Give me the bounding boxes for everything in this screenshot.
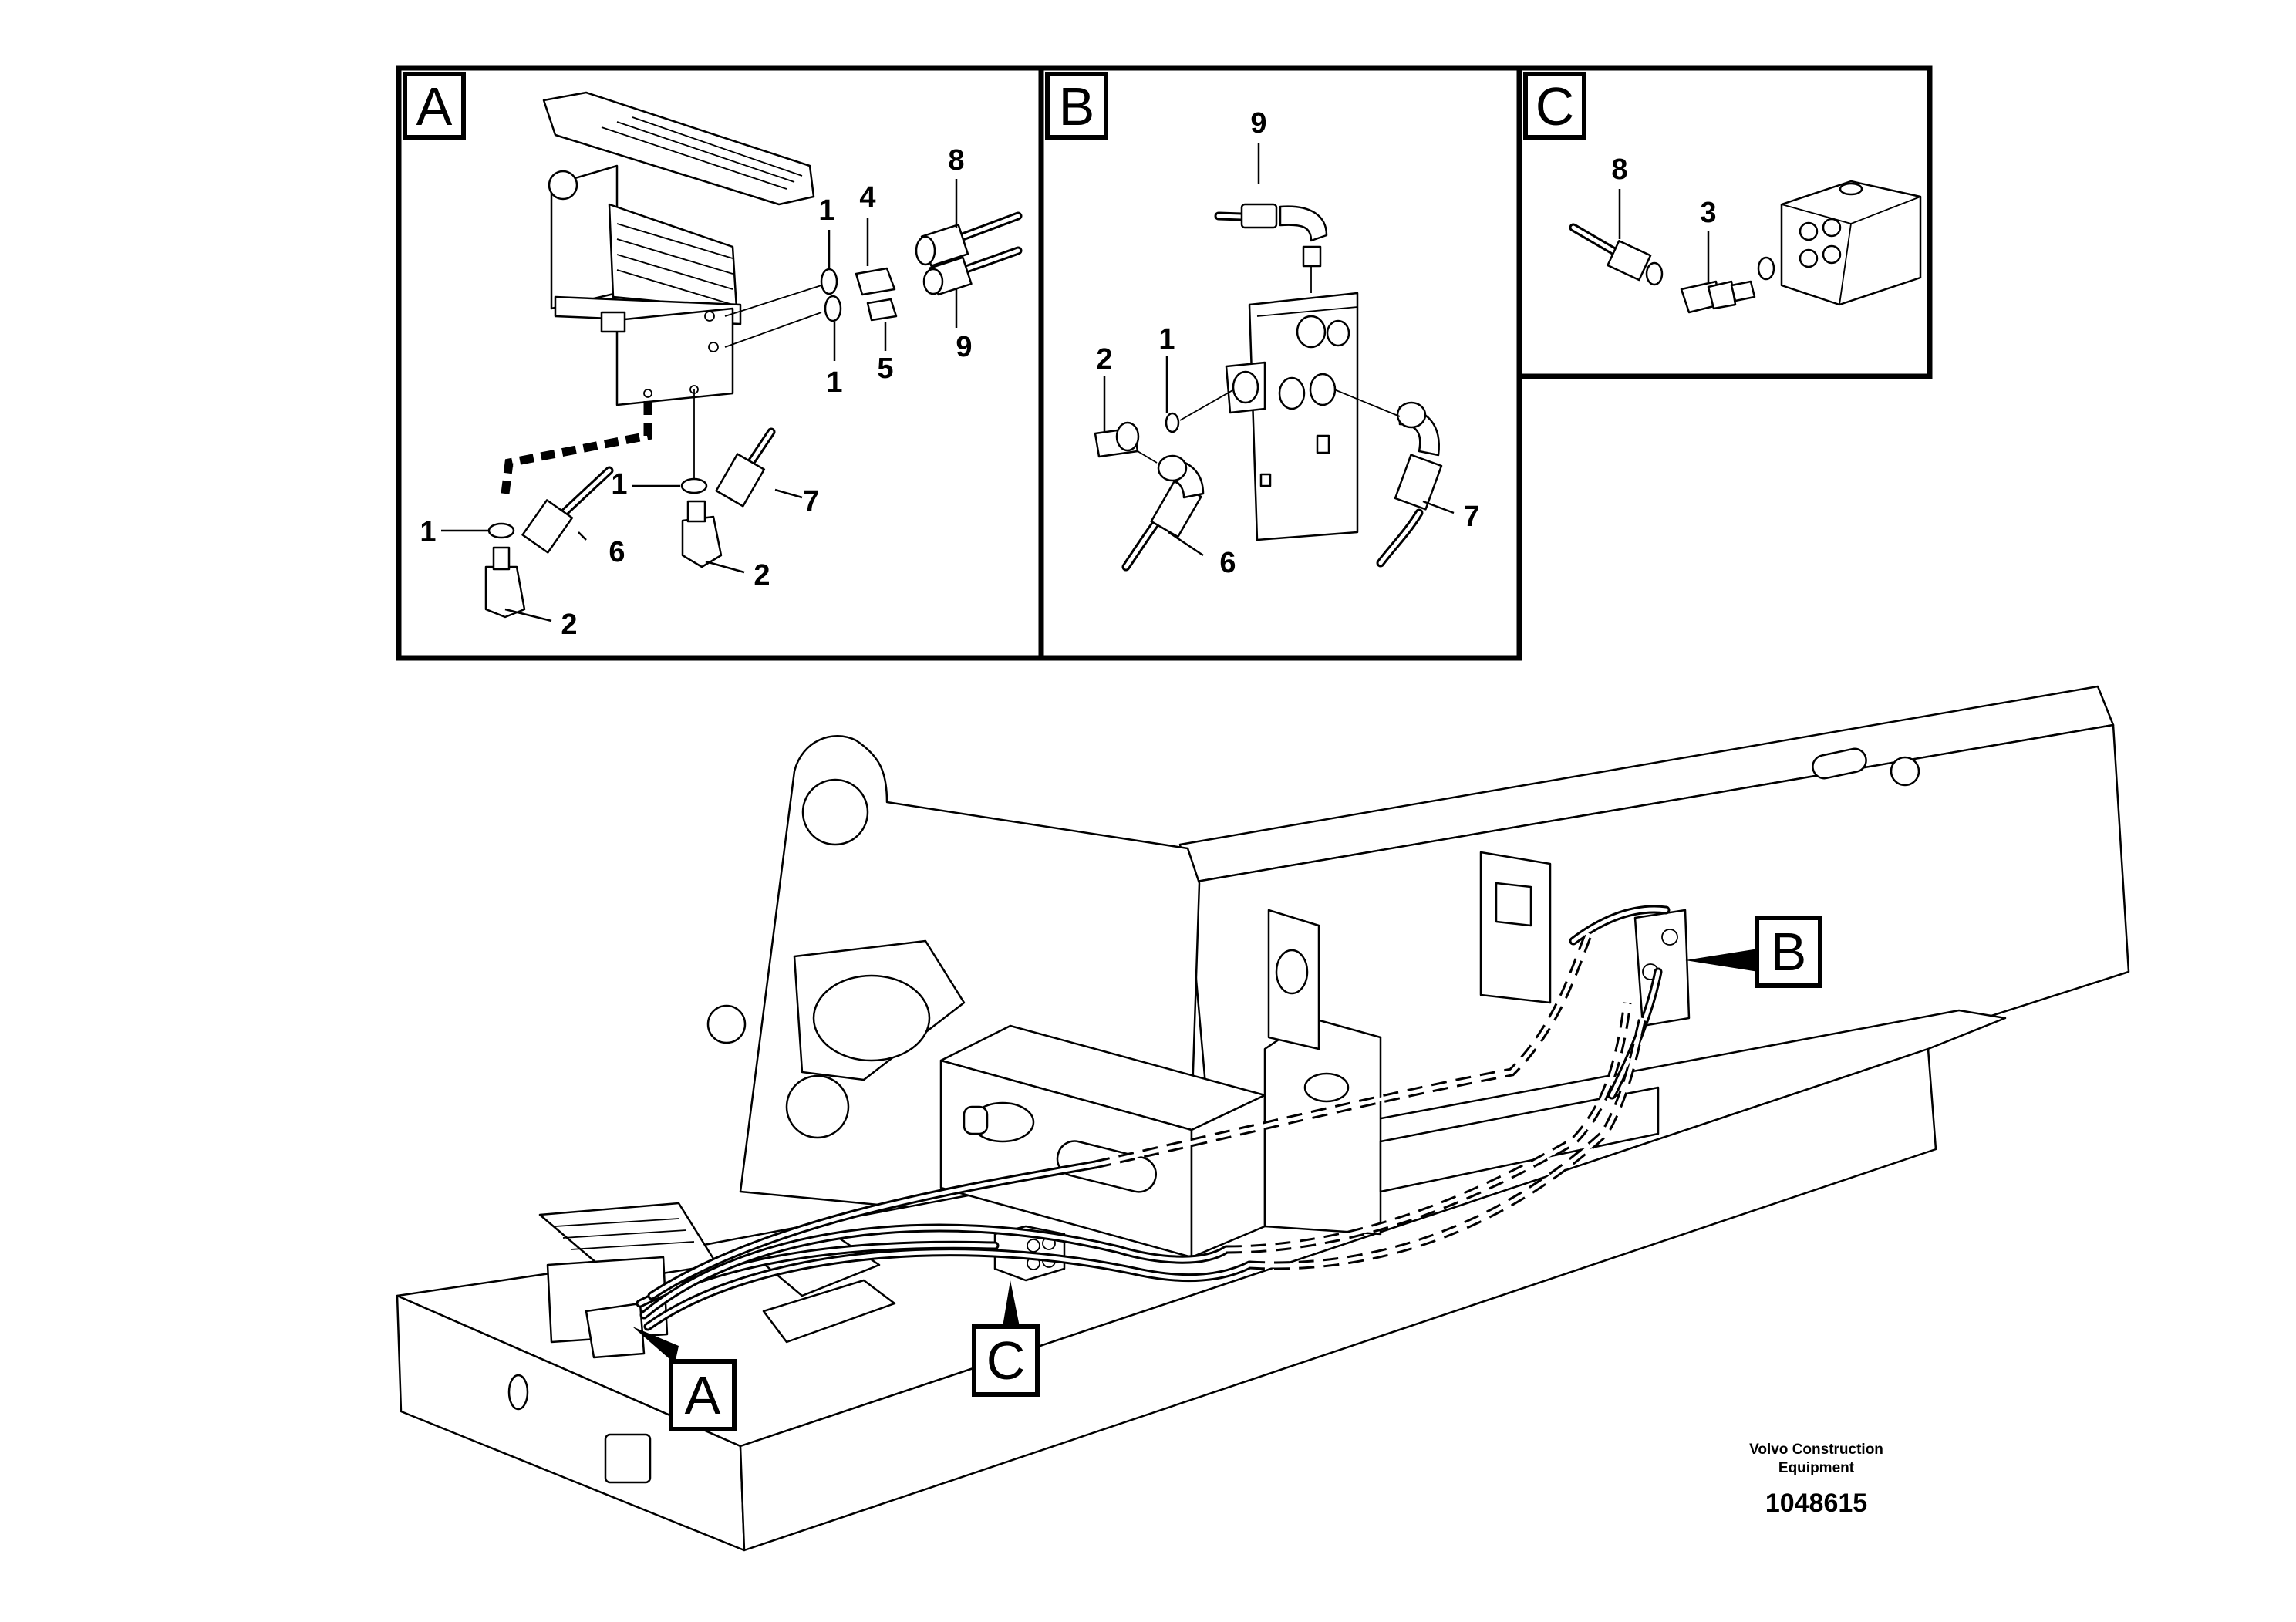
drawing-number: 1048615	[1765, 1489, 1867, 1518]
callout-a-9: 9	[956, 331, 972, 363]
callout-a-2-center: 2	[754, 559, 770, 592]
foot-pedal-valve	[542, 91, 815, 406]
hidden-hoses-dashed	[1094, 931, 1647, 1270]
callout-a-1-top: 1	[818, 194, 834, 227]
hose-6	[521, 466, 614, 554]
company-name-line2: Equipment	[1778, 1460, 1855, 1476]
tee-fitting-3	[1680, 256, 1775, 314]
callout-a-6: 6	[609, 536, 625, 568]
callout-a-1-bottom: 1	[826, 366, 842, 399]
callout-a-1-center: 1	[611, 468, 627, 501]
company-name-line1: Volvo Construction	[1749, 1442, 1883, 1458]
foot-pedal-on-frame	[538, 1202, 719, 1359]
distribution-block	[1780, 180, 1922, 306]
o-ring-1-left	[487, 522, 515, 539]
o-ring-1-center	[680, 477, 708, 494]
callout-a-5: 5	[877, 352, 893, 385]
adapter-4	[855, 267, 896, 296]
detail-panel-c: C 8 3	[1516, 65, 1933, 379]
callout-b-2: 2	[1096, 343, 1112, 376]
elbow-2-left	[484, 565, 526, 619]
callout-a-2-left: 2	[561, 609, 577, 641]
detail-panel-b: B	[1038, 65, 1522, 661]
callout-a-7: 7	[803, 485, 819, 518]
callout-a-4: 4	[859, 181, 875, 214]
panel-a-letter: A	[416, 76, 453, 137]
o-ring-1-b	[1165, 412, 1180, 433]
callout-b-7: 7	[1463, 501, 1479, 533]
main-label-b: B	[1771, 922, 1807, 982]
valve-block-on-frame	[1633, 909, 1691, 1027]
callout-b-6: 6	[1219, 547, 1236, 579]
callout-a-8: 8	[948, 144, 964, 177]
o-ring-1-lower	[824, 295, 842, 322]
main-label-a: A	[685, 1365, 721, 1425]
adapter-5	[866, 298, 898, 322]
hose-6-b	[1121, 454, 1205, 572]
panel-b-letter: B	[1059, 76, 1095, 137]
control-valve-block	[1225, 292, 1359, 541]
callout-c-3: 3	[1700, 197, 1716, 229]
o-ring-1-upper	[820, 268, 838, 295]
drawing-footer: Volvo Construction Equipment 1048615	[1749, 1442, 1883, 1518]
callout-b-1: 1	[1158, 323, 1175, 356]
callout-a-1-left: 1	[420, 516, 436, 548]
panel-c-letter: C	[1536, 76, 1575, 137]
hose-8-c	[1569, 223, 1664, 286]
hose-7	[715, 427, 776, 508]
callout-b-9: 9	[1250, 107, 1266, 140]
main-label-c: C	[986, 1330, 1026, 1391]
elbow-2-center	[681, 515, 723, 568]
hydraulic-hoses	[636, 905, 1671, 1331]
machine-frame-assembly: A C B	[396, 685, 2130, 1552]
detail-panel-a: A	[396, 65, 1044, 661]
hose-9-b	[1214, 203, 1328, 268]
callout-c-8: 8	[1611, 153, 1627, 186]
hose-7-b	[1376, 401, 1443, 568]
hose-8	[915, 211, 1023, 267]
hose-9	[922, 246, 1023, 296]
